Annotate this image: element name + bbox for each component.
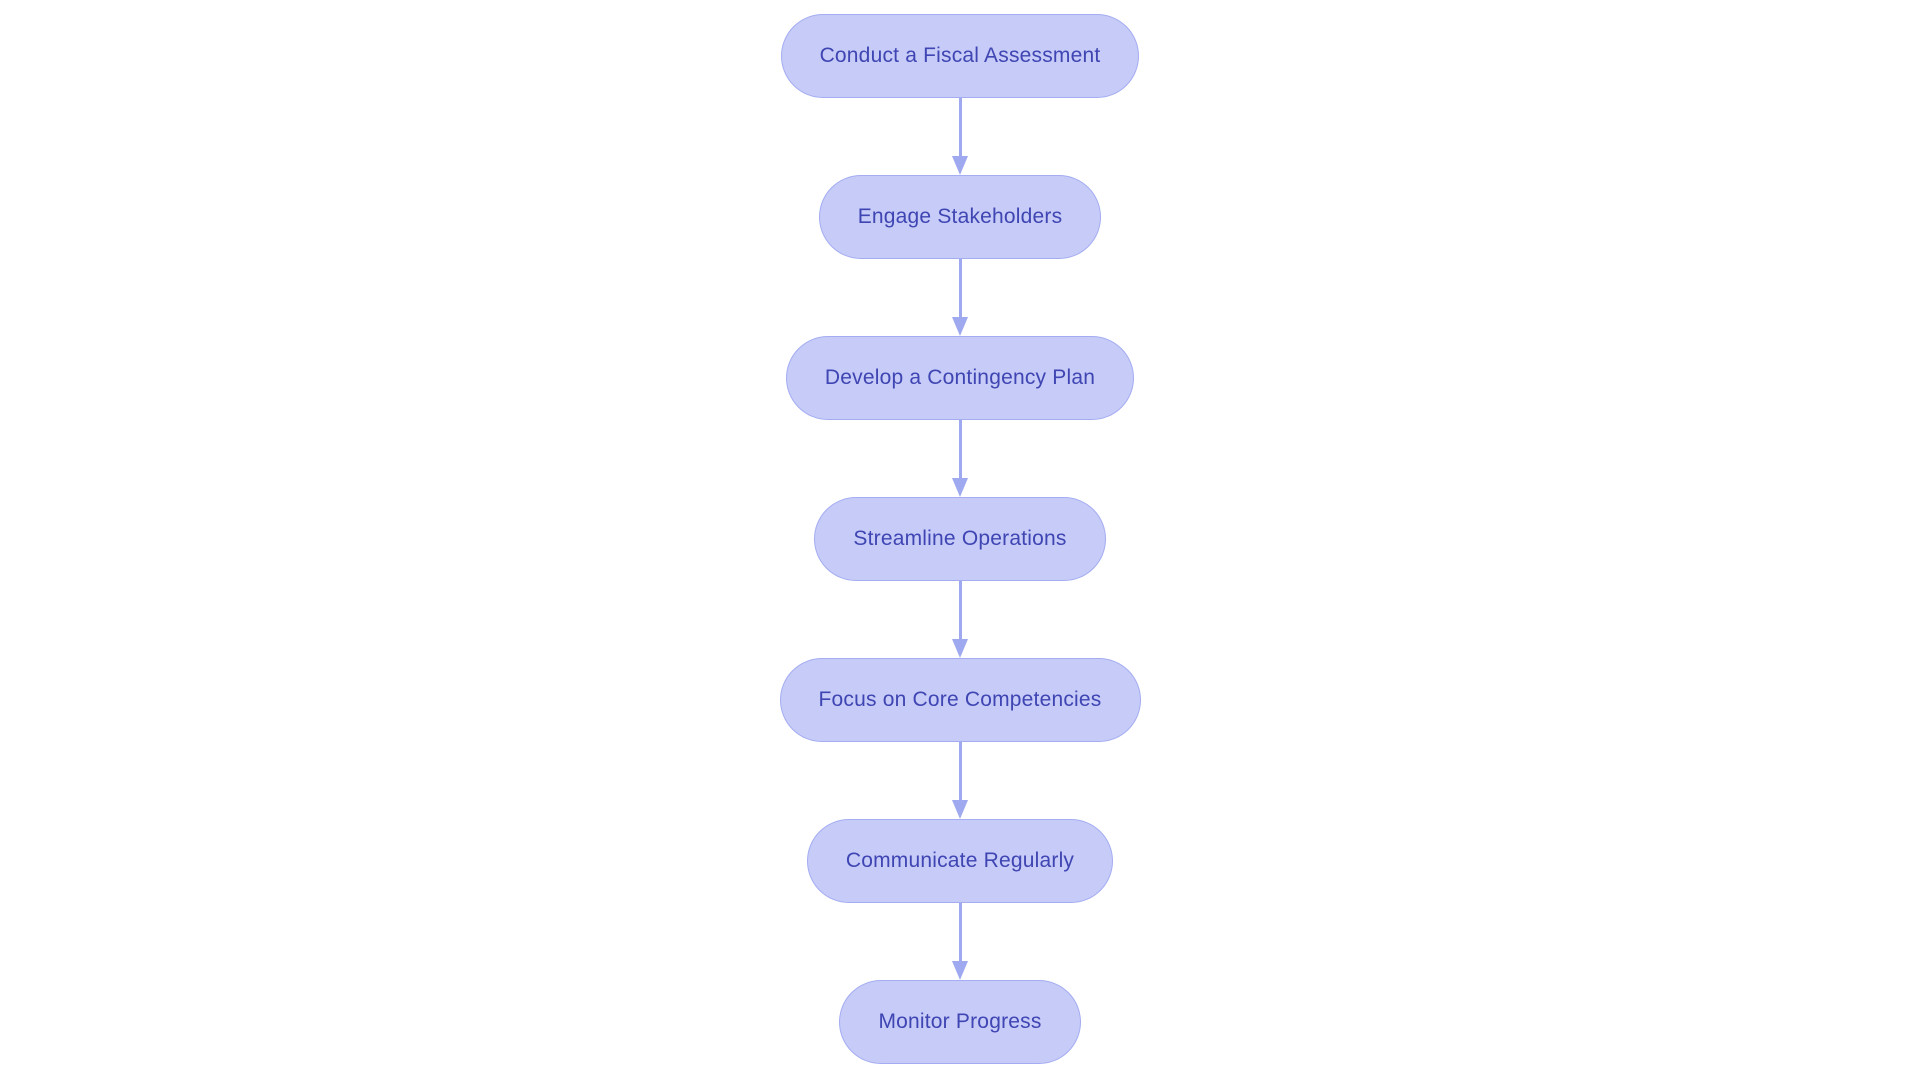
flow-node-label: Focus on Core Competencies <box>818 688 1102 711</box>
flow-node-label: Monitor Progress <box>878 1010 1042 1033</box>
flow-connector <box>952 742 968 819</box>
flow-connector <box>952 581 968 658</box>
connector-line <box>958 742 962 800</box>
arrow-down-icon <box>952 961 968 980</box>
flow-node-label: Develop a Contingency Plan <box>824 366 1096 389</box>
flow-connector <box>952 903 968 980</box>
flow-node-conduct-fiscal-assessment: Conduct a Fiscal Assessment <box>780 14 1140 98</box>
flow-connector <box>952 98 968 175</box>
flow-node-label: Communicate Regularly <box>845 849 1075 872</box>
flow-connector <box>952 259 968 336</box>
flow-node-monitor-progress: Monitor Progress <box>839 980 1081 1064</box>
flow-node-communicate-regularly: Communicate Regularly <box>806 819 1114 903</box>
flow-node-label: Streamline Operations <box>853 527 1067 550</box>
connector-line <box>958 98 962 156</box>
arrow-down-icon <box>952 478 968 497</box>
arrow-down-icon <box>952 639 968 658</box>
flow-node-focus-core-competencies: Focus on Core Competencies <box>779 658 1141 742</box>
flow-node-label: Conduct a Fiscal Assessment <box>819 44 1101 67</box>
connector-line <box>958 903 962 961</box>
flow-node-label: Engage Stakeholders <box>857 205 1063 228</box>
flow-connector <box>952 420 968 497</box>
flow-node-engage-stakeholders: Engage Stakeholders <box>818 175 1102 259</box>
arrow-down-icon <box>952 156 968 175</box>
connector-line <box>958 259 962 317</box>
arrow-down-icon <box>952 317 968 336</box>
arrow-down-icon <box>952 800 968 819</box>
connector-line <box>958 581 962 639</box>
flow-node-develop-contingency-plan: Develop a Contingency Plan <box>785 336 1135 420</box>
connector-line <box>958 420 962 478</box>
flow-node-streamline-operations: Streamline Operations <box>814 497 1106 581</box>
